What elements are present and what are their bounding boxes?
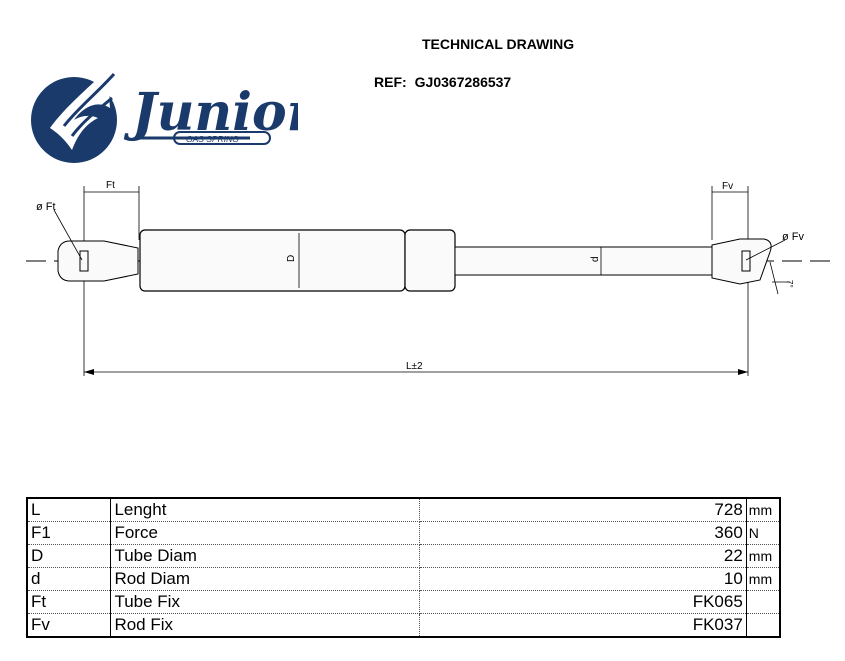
ref-label: REF: [374, 74, 407, 90]
spec-name: Tube Diam [110, 544, 421, 568]
phi-ft-label: ø Ft [36, 201, 56, 213]
tube-body [139, 229, 406, 292]
spec-name: Rod Diam [110, 567, 421, 591]
phi-fv-leader [745, 239, 786, 261]
spec-value: 22 [419, 544, 747, 568]
spec-value: 10 [419, 567, 747, 591]
spec-unit: N [746, 521, 780, 545]
spec-unit [746, 614, 780, 638]
spec-symbol: F1 [27, 521, 112, 545]
logo-wing-stripe [70, 96, 113, 137]
spec-unit: mm [746, 544, 780, 568]
fv-label: Fv [722, 181, 733, 192]
spec-value: FK037 [419, 613, 747, 637]
angle-label: 7° [785, 280, 794, 288]
spec-value: FK065 [419, 590, 747, 614]
gas-spring-drawing: Ft Fv ø Ft D d ø Fv 7° L±2 [26, 180, 832, 376]
length-label: L±2 [406, 361, 423, 372]
reference-line: REF: GJ0367286537 [374, 74, 511, 90]
junior-logo: Junior GAS SPRING [31, 58, 298, 163]
spec-symbol: Ft [27, 590, 112, 614]
ref-value: GJ0367286537 [414, 74, 512, 90]
logo-cylinder [173, 131, 271, 145]
tube-end-collar [404, 229, 456, 292]
length-arrow-right [738, 369, 748, 375]
logo-tagline: GAS SPRING [186, 134, 239, 144]
phi-ft-leader [53, 209, 83, 261]
spec-symbol: D [27, 544, 112, 568]
spec-unit [746, 590, 780, 614]
spec-unit: mm [746, 498, 780, 522]
spec-value: 360 [419, 521, 747, 545]
phi-fv-label: ø Fv [782, 231, 804, 243]
spec-symbol: Fv [27, 613, 112, 637]
tube-fitting-hole [79, 250, 89, 272]
spec-value: 728 [419, 498, 747, 522]
piston-rod [454, 246, 714, 276]
rod-diam-label: d [590, 256, 601, 262]
spec-symbol: L [27, 498, 112, 522]
spec-name: Tube Fix [110, 590, 421, 614]
tube-diam-label: D [286, 255, 297, 262]
spec-name: Lenght [110, 498, 421, 522]
spec-name: Force [110, 521, 421, 545]
spec-name: Rod Fix [110, 613, 421, 637]
ft-label: Ft [106, 180, 115, 191]
length-arrow-left [84, 369, 94, 375]
spec-symbol: d [27, 567, 112, 591]
rod-fitting-hole [741, 250, 751, 272]
spec-unit: mm [746, 567, 780, 591]
angle-line [769, 261, 779, 295]
logo-wing-stripe [62, 72, 116, 127]
drawing-title: TECHNICAL DRAWING [422, 36, 575, 52]
tube-end-fitting [57, 240, 139, 282]
